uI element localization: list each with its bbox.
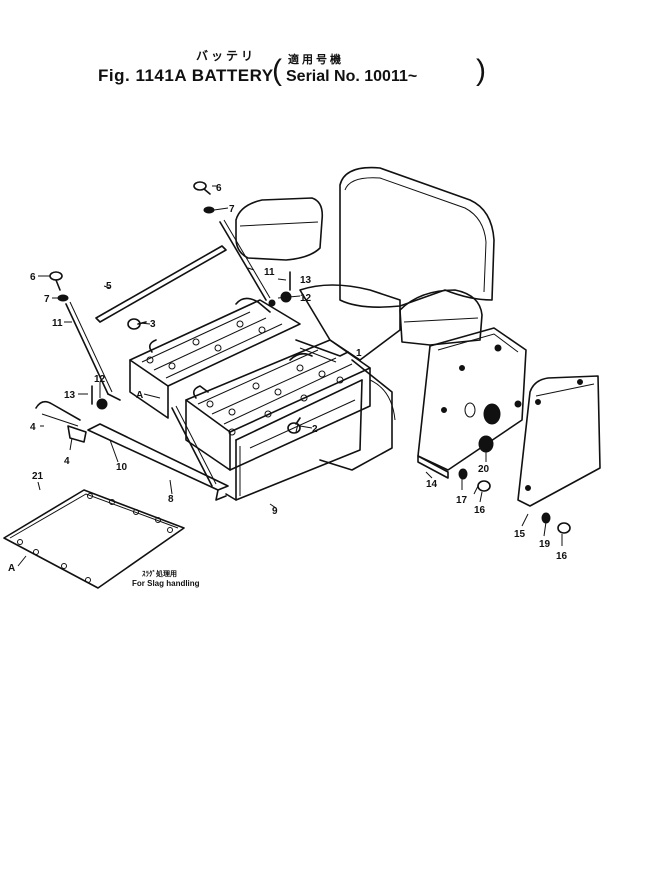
figure-title: Fig. 1141A BATTERY [98, 66, 274, 85]
callout-8: 8 [168, 494, 174, 505]
note-en: For Slag handling [132, 579, 200, 588]
callout-9: 9 [272, 506, 278, 517]
callout-labels: 6 7 11 13 12 6 7 5 11 3 13 12 A 2 4 4 10… [8, 183, 568, 574]
callout-5: 5 [106, 281, 112, 292]
nut-2 [287, 417, 301, 434]
callout-3: 3 [150, 319, 156, 330]
callout-21: 21 [32, 471, 44, 482]
callout-10: 10 [116, 462, 128, 473]
hold-down-rod-left [65, 301, 121, 401]
bolt-16-left [473, 480, 491, 495]
callout-11: 11 [52, 318, 63, 329]
callout-4: 4 [30, 422, 36, 433]
note-jp: ｽﾗｸﾞ処理用 [142, 569, 177, 578]
callout-16: 16 [474, 505, 486, 516]
callout-1: 1 [356, 348, 362, 359]
hold-down-bar [95, 245, 227, 323]
washer-19 [541, 512, 551, 524]
battery-cover-plate [3, 489, 185, 589]
battery-bracket [35, 400, 229, 501]
nut-6-left [49, 271, 63, 291]
side-cover-inner [417, 327, 527, 479]
leader-lines [17, 185, 563, 567]
callout-7: 7 [44, 294, 50, 305]
washer-17 [458, 468, 468, 480]
callout-a: A [8, 563, 15, 574]
callout-19: 19 [539, 539, 551, 550]
serial-paren-open: ( [272, 54, 282, 87]
callout-15: 15 [514, 529, 526, 540]
bolt-13-left [91, 385, 108, 410]
battery-box [225, 379, 363, 501]
operator-seat [235, 166, 495, 471]
callout-6: 6 [216, 183, 222, 194]
callout-16: 16 [556, 551, 568, 562]
bolt-3 [127, 318, 147, 330]
callout-a: A [136, 390, 143, 401]
hold-down-rod-rear [219, 219, 276, 307]
title-kana: バッテリ [196, 49, 257, 63]
serial-range: Serial No. 10011~ [286, 68, 418, 85]
battery-front [185, 339, 371, 471]
callout-11: 11 [264, 267, 275, 278]
callout-13: 13 [300, 275, 312, 286]
callout-12: 12 [94, 374, 106, 385]
callout-14: 14 [426, 479, 438, 490]
bolt-16-right [557, 522, 571, 534]
callout-17: 17 [456, 495, 468, 506]
washer-7-top [203, 206, 215, 214]
callout-7: 7 [229, 204, 235, 215]
battery-cable [295, 339, 349, 363]
callout-13: 13 [64, 390, 76, 401]
callout-2: 2 [312, 424, 318, 435]
nut-6-top [193, 181, 211, 195]
callout-4: 4 [64, 456, 70, 467]
serial-label-jp: 適用号機 [288, 54, 344, 66]
serial-paren-close: ) [476, 54, 486, 87]
hold-down-rod-front [171, 405, 217, 487]
battery-rear [129, 297, 301, 419]
slag-note: ｽﾗｸﾞ処理用 For Slag handling [132, 569, 200, 588]
callout-20: 20 [478, 464, 490, 475]
callout-12: 12 [300, 293, 312, 304]
callout-6: 6 [30, 272, 36, 283]
side-cover-outer [517, 375, 601, 507]
